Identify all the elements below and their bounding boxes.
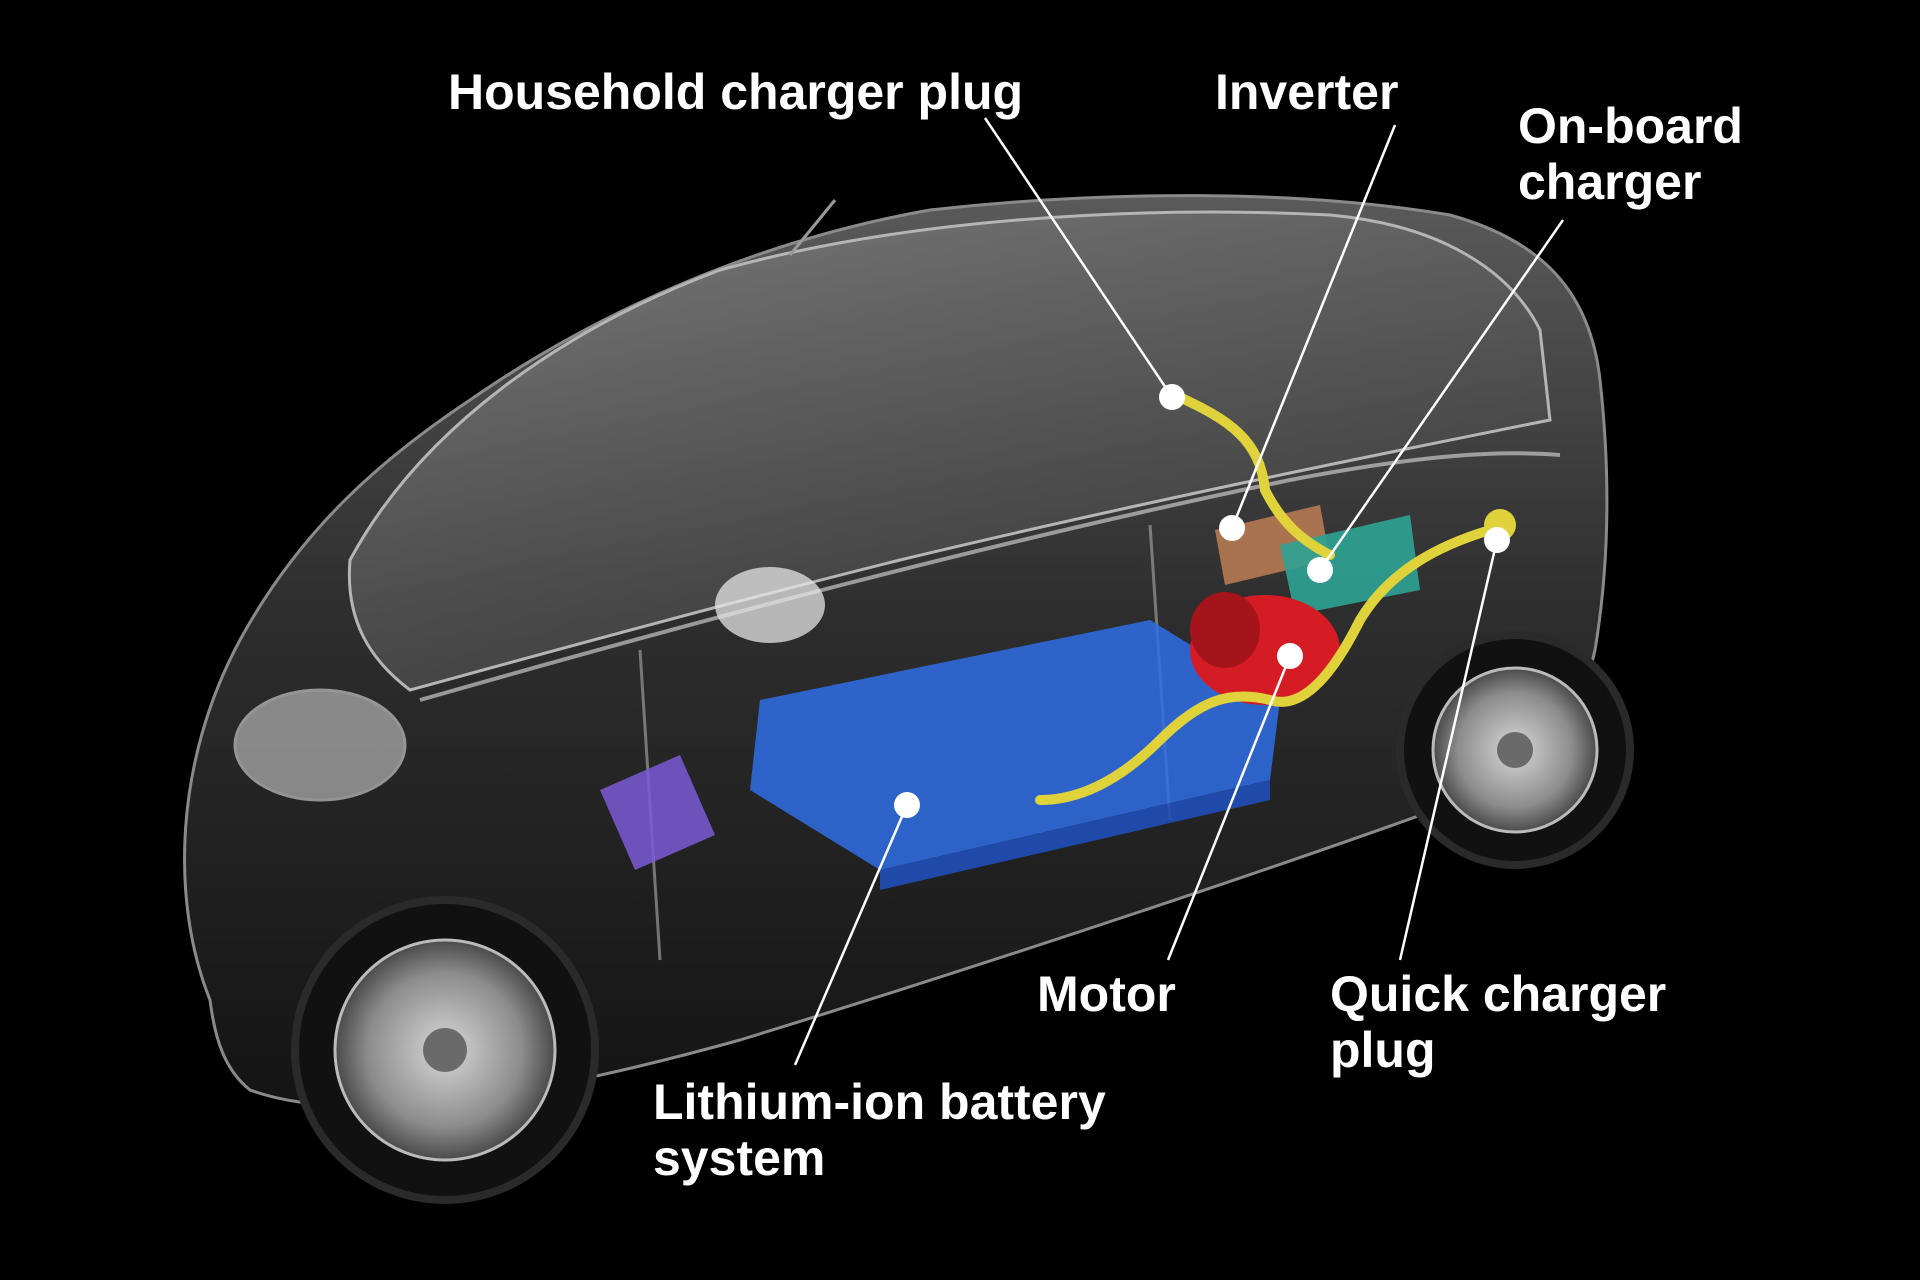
leader-battery <box>793 804 909 1066</box>
label-motor-line-1: Motor <box>1037 966 1176 1022</box>
front-wheel <box>291 896 599 1204</box>
leader-lines <box>793 117 1565 1066</box>
dot-household <box>1159 384 1185 410</box>
label-lithium-ion-battery: Lithium-ion battery system <box>653 1074 1106 1186</box>
car-body <box>183 194 1609 1108</box>
motor-unit <box>1190 592 1340 705</box>
side-module <box>600 755 715 870</box>
label-battery-line-2: system <box>653 1130 826 1186</box>
label-inverter-line-1: Inverter <box>1215 64 1399 120</box>
label-household-charger-plug: Household charger plug <box>448 64 1023 120</box>
label-quick-line-1: Quick charger <box>1330 966 1667 1022</box>
dot-motor <box>1277 643 1303 669</box>
label-quick-charger-plug: Quick charger plug <box>1330 966 1666 1078</box>
callout-dots <box>894 384 1510 818</box>
label-onboard-line-1: On-board <box>1518 98 1743 154</box>
dot-quick <box>1484 527 1510 553</box>
leader-quick <box>1398 539 1499 961</box>
label-inverter: Inverter <box>1215 64 1398 120</box>
leader-inverter <box>1230 124 1397 529</box>
leader-household <box>983 117 1174 398</box>
label-battery-line-1: Lithium-ion battery <box>653 1074 1106 1130</box>
leader-onboard <box>1318 219 1565 571</box>
dot-inverter <box>1219 515 1245 541</box>
label-quick-line-2: plug <box>1330 1022 1436 1078</box>
dot-onboard <box>1307 557 1333 583</box>
label-onboard-line-2: charger <box>1518 154 1702 210</box>
label-motor: Motor <box>1037 966 1176 1022</box>
label-household-line-1: Household charger plug <box>448 64 1024 120</box>
battery-pack <box>750 620 1280 890</box>
label-onboard-charger: On-board charger <box>1518 98 1743 210</box>
leader-motor <box>1166 655 1292 961</box>
rear-wheel <box>1396 631 1634 869</box>
dot-battery <box>894 792 920 818</box>
